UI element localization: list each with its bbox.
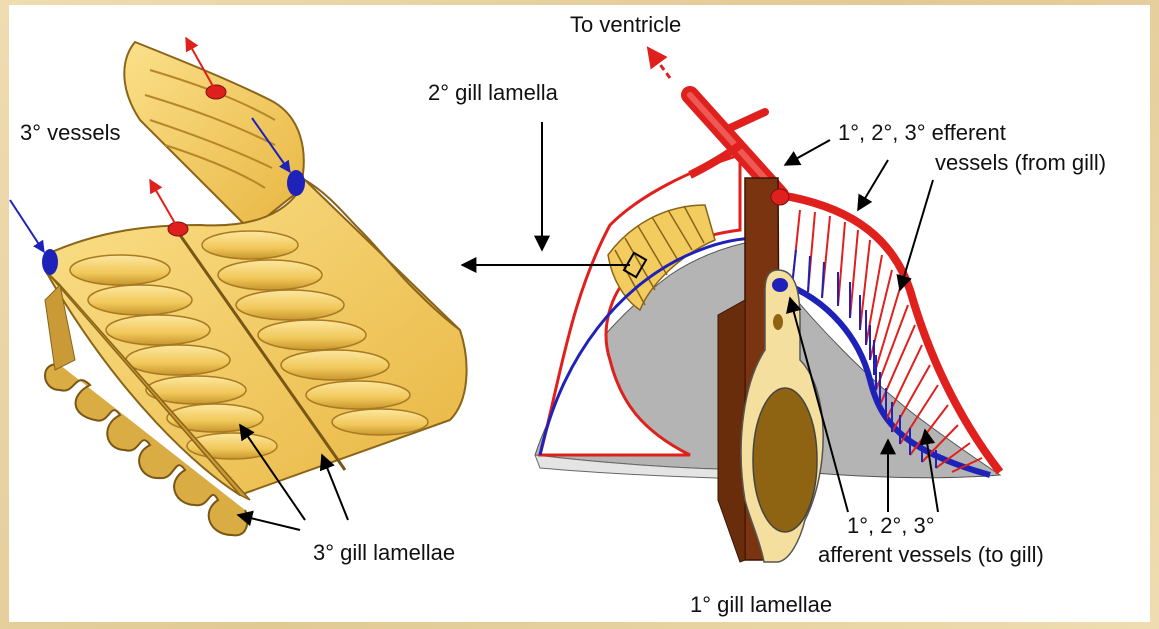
filament-core [753,388,817,532]
afferent-vessel-dot [42,249,58,275]
label-afferent-line1: 1°, 2°, 3° [847,513,935,538]
efferent-vessel-end [771,189,789,205]
secondary-lamella-magnified [10,38,467,535]
label-primary-lamellae: 1° gill lamellae [690,592,832,617]
label-efferent-line2: vessels (from gill) [935,150,1106,175]
label-afferent-line2: afferent vessels (to gill) [818,542,1044,567]
label-secondary-lamella: 2° gill lamella [428,80,559,105]
afferent-vessel-dot [287,170,305,196]
afferent-vessel-dot [772,278,788,292]
label-tertiary-lamellae: 3° gill lamellae [313,540,455,565]
label-tertiary-vessels: 3° vessels [20,120,121,145]
label-efferent-line1: 1°, 2°, 3° efferent [838,120,1006,145]
efferent-vessel-dot [206,85,226,99]
efferent-vessel-dot [168,222,188,236]
label-to-ventricle: To ventricle [570,12,681,37]
filament-vessel [773,314,783,330]
